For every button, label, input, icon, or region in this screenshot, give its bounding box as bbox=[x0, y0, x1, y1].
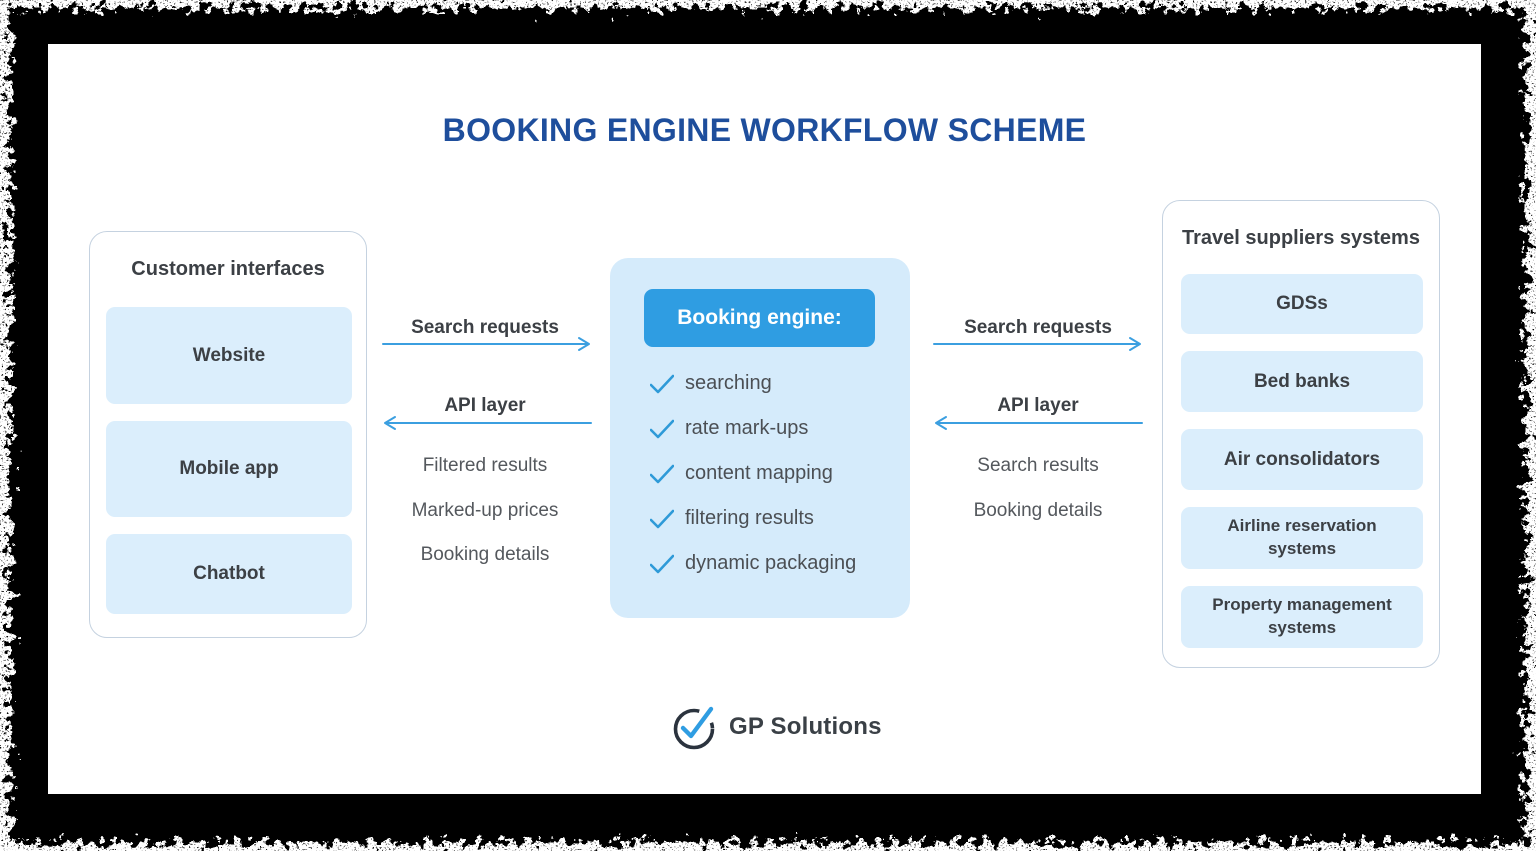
bed-banks-box: Bed banks bbox=[1181, 351, 1423, 412]
check-icon bbox=[650, 419, 674, 438]
right-api-layer-label: API layer bbox=[997, 395, 1079, 416]
booking-engine-header: Booking engine: bbox=[644, 289, 875, 347]
travel-suppliers-title: Travel suppliers systems bbox=[1182, 227, 1420, 249]
customer-interfaces-panel: Customer interfaces Website Mobile app C… bbox=[89, 231, 367, 638]
check-icon bbox=[650, 464, 674, 483]
feature-dynamic-packaging: dynamic packaging bbox=[650, 541, 856, 586]
filtered-results-label: Filtered results bbox=[422, 455, 548, 476]
feature-label: dynamic packaging bbox=[685, 552, 857, 574]
airline-reservation-systems-box: Airline reservation systems bbox=[1181, 507, 1423, 569]
travel-suppliers-panel: Travel suppliers systems GDSs Bed banks … bbox=[1162, 200, 1440, 668]
feature-label: content mapping bbox=[685, 462, 833, 484]
circle-check-logo-icon bbox=[673, 706, 715, 750]
feature-searching: searching bbox=[650, 361, 856, 406]
arrow-right-icon bbox=[382, 337, 590, 351]
search-results-label: Search results bbox=[977, 455, 1099, 476]
gdss-box: GDSs bbox=[1181, 274, 1423, 334]
gp-solutions-logo: GP Solutions bbox=[672, 702, 882, 752]
feature-label: filtering results bbox=[685, 507, 814, 529]
mobile-app-box: Mobile app bbox=[106, 421, 352, 517]
arrow-right-icon bbox=[933, 337, 1141, 351]
left-api-layer-label: API layer bbox=[444, 395, 526, 416]
arrow-left-icon bbox=[384, 416, 592, 430]
marked-up-prices-label: Marked-up prices bbox=[411, 500, 559, 521]
customer-interfaces-title: Customer interfaces bbox=[131, 258, 325, 280]
booking-engine-panel: Booking engine: searching rate mark-ups … bbox=[610, 258, 910, 618]
arrow-left-icon bbox=[935, 416, 1143, 430]
website-box: Website bbox=[106, 307, 352, 404]
booking-details-left-label: Booking details bbox=[420, 544, 550, 565]
left-search-requests-label: Search requests bbox=[411, 317, 559, 338]
feature-filtering-results: filtering results bbox=[650, 496, 856, 541]
logo-text: GP Solutions bbox=[729, 713, 882, 740]
feature-rate-mark-ups: rate mark-ups bbox=[650, 406, 856, 451]
chatbot-box: Chatbot bbox=[106, 534, 352, 614]
feature-label: searching bbox=[685, 372, 772, 394]
air-consolidators-box: Air consolidators bbox=[1181, 429, 1423, 490]
check-icon bbox=[650, 509, 674, 528]
check-icon bbox=[650, 374, 674, 393]
check-icon bbox=[650, 554, 674, 573]
diagram-card: BOOKING ENGINE WORKFLOW SCHEME Customer … bbox=[48, 44, 1481, 794]
page-title: BOOKING ENGINE WORKFLOW SCHEME bbox=[442, 112, 1087, 148]
booking-engine-features: searching rate mark-ups content mapping … bbox=[650, 361, 856, 586]
feature-content-mapping: content mapping bbox=[650, 451, 856, 496]
booking-details-right-label: Booking details bbox=[973, 500, 1103, 521]
property-management-systems-box: Property management systems bbox=[1181, 586, 1423, 648]
right-search-requests-label: Search requests bbox=[964, 317, 1112, 338]
feature-label: rate mark-ups bbox=[685, 417, 809, 439]
